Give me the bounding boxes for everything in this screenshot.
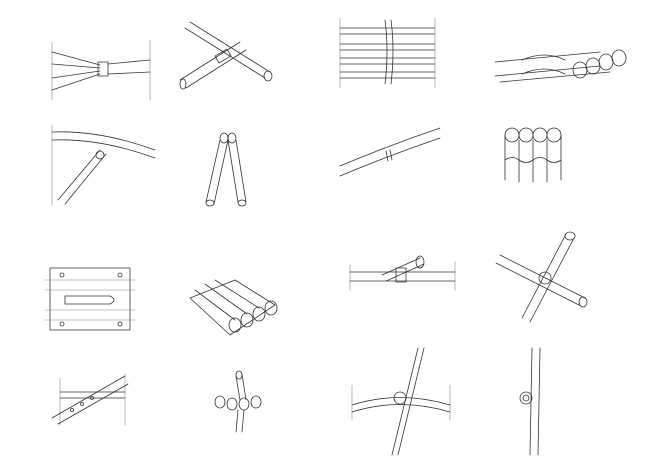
- joint-post-with-fitting: [519, 347, 541, 456]
- joint-vertical-bundle: [504, 127, 562, 183]
- joint-tube-bundle: [494, 49, 627, 83]
- joint-diagonal-splice: [51, 373, 129, 426]
- joint-angled-tubes: [179, 21, 273, 90]
- joint-isometric-raft: [189, 279, 278, 336]
- joint-converging-tubes: [51, 39, 151, 101]
- joint-v-tubes: [205, 132, 247, 207]
- joint-plate-connection: [44, 267, 136, 331]
- joint-curved-beam: [339, 127, 441, 177]
- joint-node-cluster: [214, 370, 262, 433]
- joint-arched-beam-brace: [51, 124, 156, 206]
- joint-horizontal-lashing: [339, 17, 436, 89]
- joint-stub-on-beam: [349, 255, 456, 291]
- joint-arch-with-post: [351, 347, 451, 456]
- joint-cross: [495, 231, 588, 323]
